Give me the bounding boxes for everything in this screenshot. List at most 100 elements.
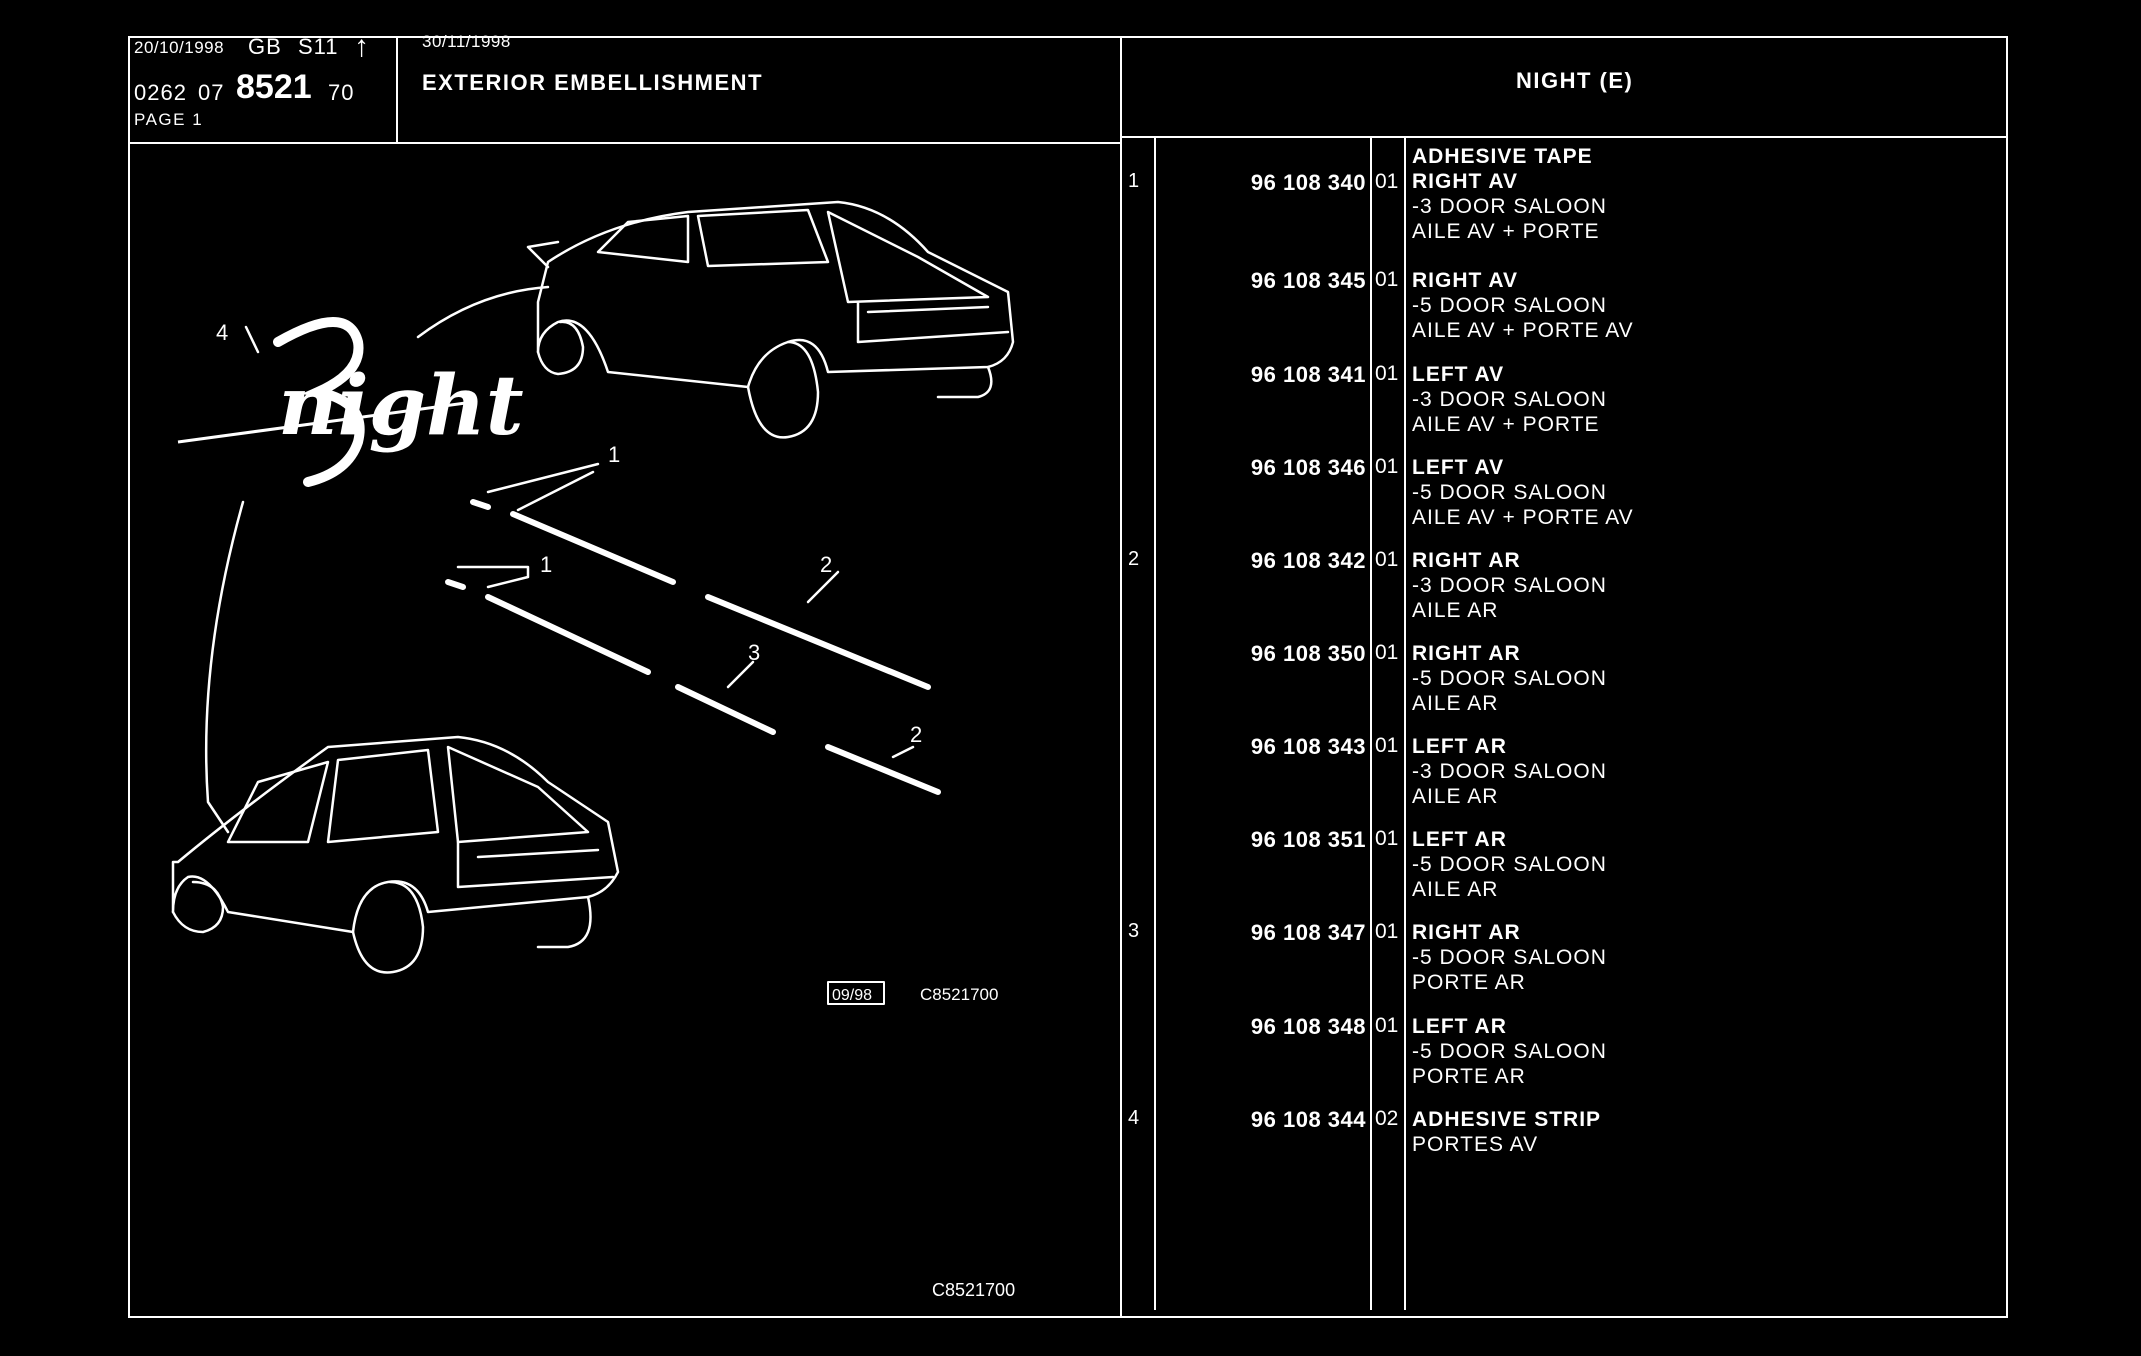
quantity: 01 xyxy=(1375,641,1399,664)
description-line: AILE AR xyxy=(1412,692,1499,715)
part-number: 96 108 342 xyxy=(1250,548,1366,573)
quantity: 01 xyxy=(1375,268,1399,291)
description-line: AILE AV + PORTE AV xyxy=(1412,319,1634,342)
header-bottom-left xyxy=(128,142,1122,144)
description-line: RIGHT AV xyxy=(1412,269,1518,292)
part-number: 96 108 341 xyxy=(1250,362,1366,387)
description-line: AILE AR xyxy=(1412,878,1499,901)
description-line: PORTE AR xyxy=(1412,1065,1526,1088)
night-logo-icon: night xyxy=(177,317,524,487)
description-line: -3 DOOR SALOON xyxy=(1412,574,1607,597)
center-divider xyxy=(1120,36,1122,1318)
col-line-1 xyxy=(1154,138,1156,1310)
header-divider xyxy=(396,36,398,142)
header-bottom-right xyxy=(1120,136,2008,138)
quantity: 01 xyxy=(1375,734,1399,757)
description-line: -3 DOOR SALOON xyxy=(1412,388,1607,411)
part-number: 96 108 348 xyxy=(1250,1014,1366,1039)
quantity: 01 xyxy=(1375,548,1399,571)
description-line: -5 DOOR SALOON xyxy=(1412,481,1607,504)
description-line: -3 DOOR SALOON xyxy=(1412,195,1607,218)
arrow-up-icon: ↑ xyxy=(354,30,369,63)
outer-frame xyxy=(128,36,2008,1318)
callout-3: 3 xyxy=(748,640,760,665)
description-line: AILE AR xyxy=(1412,599,1499,622)
page-title: EXTERIOR EMBELLISHMENT xyxy=(422,70,764,95)
drawing-ref: C8521700 xyxy=(932,1280,1015,1300)
part-number: 96 108 340 xyxy=(1250,170,1366,195)
part-number: 96 108 345 xyxy=(1250,268,1366,293)
part-number: 96 108 351 xyxy=(1250,827,1366,852)
description-line: AILE AV + PORTE xyxy=(1412,413,1600,436)
callout-1a: 1 xyxy=(608,442,620,467)
plate-number: 8521 xyxy=(236,68,312,106)
plate-prefix: 0262 xyxy=(134,80,187,105)
description-line: LEFT AR xyxy=(1412,735,1507,758)
catalogue-date: 20/10/1998 xyxy=(134,38,225,57)
car-bottom-icon xyxy=(171,735,620,974)
description-line: -5 DOOR SALOON xyxy=(1412,294,1607,317)
description-line: AILE AV + PORTE xyxy=(1412,220,1600,243)
description-line: LEFT AR xyxy=(1412,1015,1507,1038)
quantity: 01 xyxy=(1375,170,1399,193)
svg-text:night: night xyxy=(278,358,524,454)
callout-1b: 1 xyxy=(540,552,552,577)
description-line: LEFT AV xyxy=(1412,456,1505,479)
market-code: GB xyxy=(248,34,282,59)
description-line: -5 DOOR SALOON xyxy=(1412,946,1607,969)
description-line: -5 DOOR SALOON xyxy=(1412,667,1607,690)
part-number: 96 108 344 xyxy=(1250,1107,1366,1132)
description-line: RIGHT AV xyxy=(1412,170,1518,193)
description-line: -3 DOOR SALOON xyxy=(1412,760,1607,783)
item-number: 4 xyxy=(1128,1107,1140,1129)
description-line: -5 DOOR SALOON xyxy=(1412,853,1607,876)
description-line: AILE AV + PORTE AV xyxy=(1412,506,1634,529)
stamp-ref: C8521700 xyxy=(920,985,998,1004)
description-line: PORTE AR xyxy=(1412,971,1526,994)
quantity: 01 xyxy=(1375,827,1399,850)
part-number: 96 108 347 xyxy=(1250,920,1366,945)
page-number: PAGE 1 xyxy=(134,110,204,129)
callout-2a: 2 xyxy=(820,552,832,577)
description-line: RIGHT AR xyxy=(1412,921,1521,944)
description-line: AILE AR xyxy=(1412,785,1499,808)
col-line-3 xyxy=(1404,138,1406,1310)
description-line: LEFT AV xyxy=(1412,363,1505,386)
description-line: ADHESIVE TAPE xyxy=(1412,145,1593,168)
col-line-2 xyxy=(1370,138,1372,1310)
item-number: 2 xyxy=(1128,548,1140,570)
quantity: 01 xyxy=(1375,455,1399,478)
description-line: -5 DOOR SALOON xyxy=(1412,1040,1607,1063)
description-line: PORTES AV xyxy=(1412,1133,1539,1156)
parts-illustration: night 4 1 1 2 3 2 09/98 C8521700 C852170… xyxy=(171,200,1015,1300)
part-number: 96 108 343 xyxy=(1250,734,1366,759)
quantity: 01 xyxy=(1375,362,1399,385)
callout-4: 4 xyxy=(216,320,228,345)
plate-group: 07 xyxy=(198,80,225,105)
stamp-date: 09/98 xyxy=(832,987,872,1004)
quantity: 02 xyxy=(1375,1107,1399,1130)
quantity: 01 xyxy=(1375,1014,1399,1037)
model-code: S11 xyxy=(298,34,339,59)
car-top-icon xyxy=(526,200,1015,439)
item-number: 1 xyxy=(1128,170,1140,192)
